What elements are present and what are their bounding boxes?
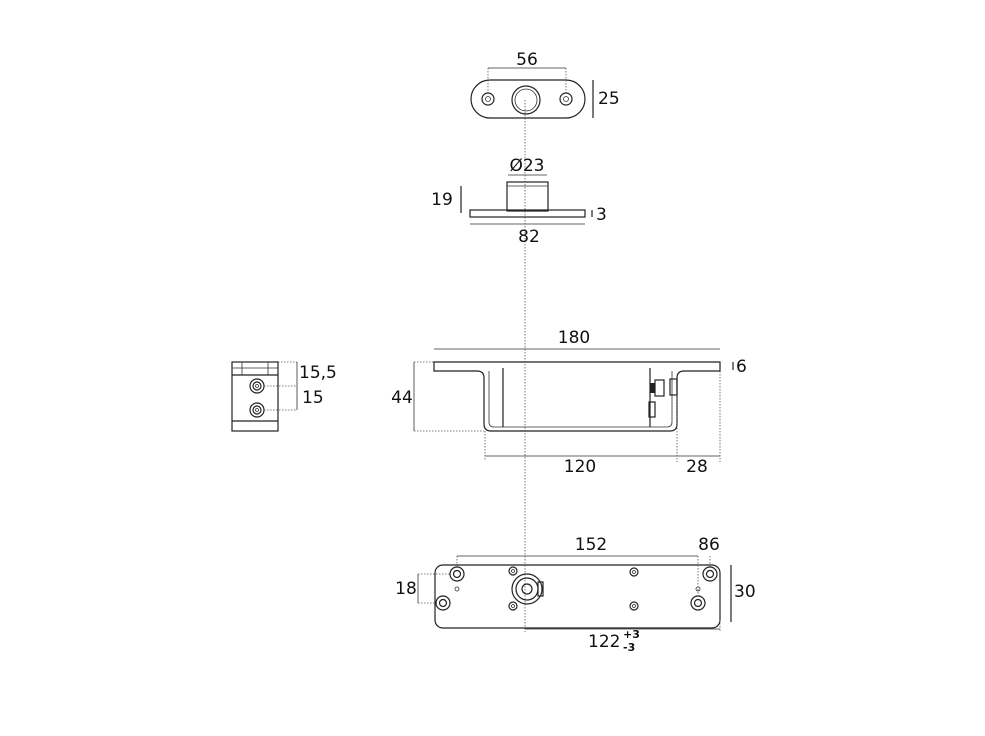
- cylinder-view: Ø23 19 3 82: [431, 156, 607, 247]
- dim-flange: 6: [736, 357, 747, 377]
- top-view: 56 25: [470, 50, 620, 119]
- dim-lower: 15: [302, 388, 324, 408]
- dim-backset: 122: [588, 632, 620, 652]
- faceplate-view: 152 86 18 30 122 +3 -3: [395, 535, 755, 654]
- dim-body-length: 180: [558, 328, 590, 348]
- dim-plate-thickness: 3: [596, 205, 607, 225]
- dim-offset: 28: [686, 457, 708, 477]
- dim-plate-width: 82: [518, 227, 540, 247]
- dim-tol-minus: -3: [623, 641, 635, 654]
- dim-top-width: 56: [516, 50, 538, 70]
- dim-top-height: 25: [598, 89, 620, 109]
- dim-cyl-height: 19: [431, 190, 453, 210]
- dim-edge: 86: [698, 535, 720, 555]
- end-view: 15,5 15: [231, 361, 337, 432]
- dim-hole-vertical: 18: [395, 579, 417, 599]
- dim-hole-spacing: 152: [575, 535, 607, 555]
- dim-tol-plus: +3: [623, 628, 640, 641]
- lock-body-view: 180 6 44 120 28: [391, 328, 747, 477]
- dim-depth: 44: [391, 388, 413, 408]
- dim-faceplate-width: 30: [734, 582, 756, 602]
- dim-upper: 15,5: [299, 363, 337, 383]
- dim-body-120: 120: [564, 457, 596, 477]
- dim-diameter: Ø23: [509, 156, 544, 176]
